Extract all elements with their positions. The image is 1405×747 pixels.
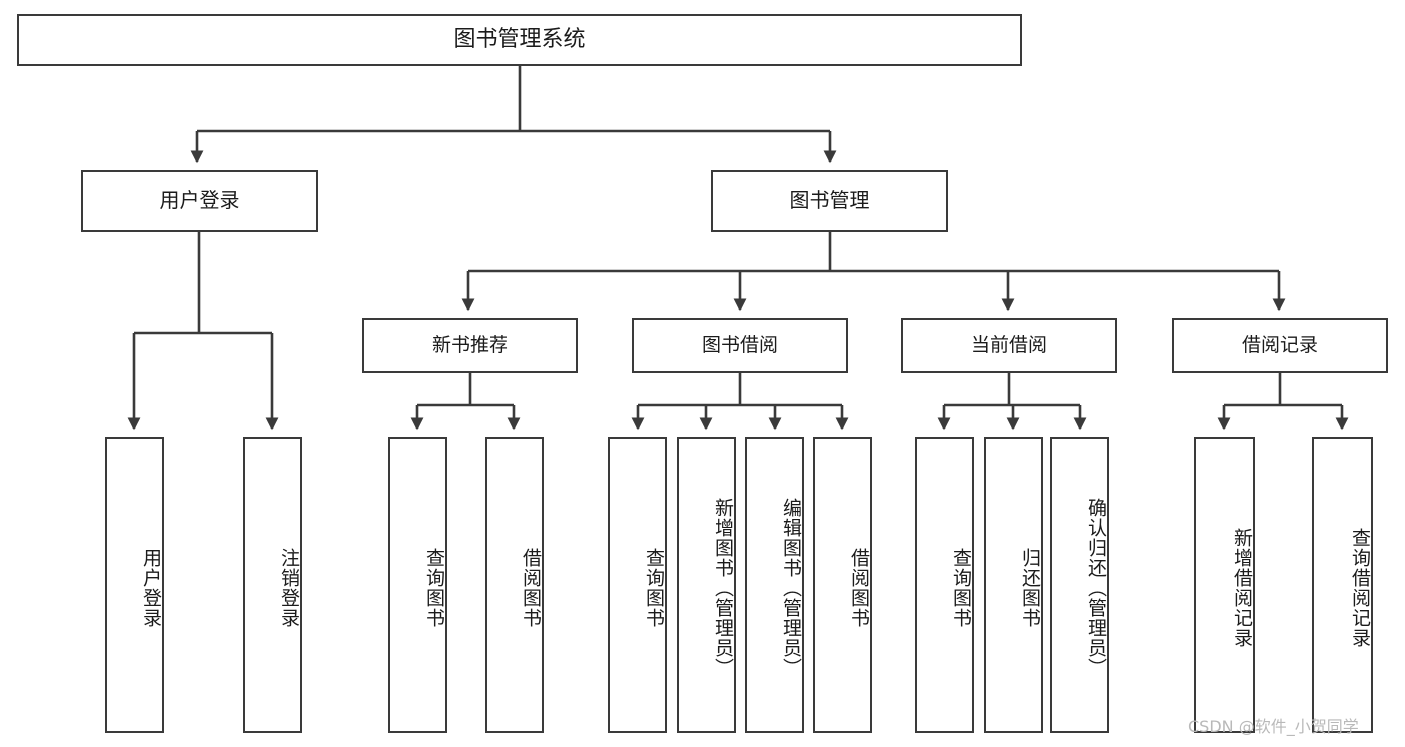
node-new-book-recommend-label: 新书推荐 bbox=[431, 334, 508, 357]
node-current-borrow[interactable]: 当前借阅 bbox=[901, 318, 1117, 373]
leaf-query-book-3[interactable]: 查询图书 bbox=[915, 437, 974, 733]
leaf-logout-login[interactable]: 注销登录 bbox=[243, 437, 302, 733]
node-root-label: 图书管理系统 bbox=[453, 27, 586, 53]
leaf-return-book[interactable]: 归还图书 bbox=[984, 437, 1043, 733]
leaf-borrow-book-2-label: 借阅图书 bbox=[848, 548, 870, 628]
leaf-confirm-return-label: 确认归还（管理员） bbox=[1085, 498, 1107, 678]
leaf-logout-login-label: 注销登录 bbox=[278, 548, 300, 628]
leaf-user-login-label: 用户登录 bbox=[140, 548, 162, 628]
node-new-book-recommend[interactable]: 新书推荐 bbox=[362, 318, 578, 373]
node-book-manage[interactable]: 图书管理 bbox=[711, 170, 948, 232]
node-user-login[interactable]: 用户登录 bbox=[81, 170, 318, 232]
leaf-add-book-label: 新增图书（管理员） bbox=[712, 498, 734, 678]
leaf-borrow-book-2[interactable]: 借阅图书 bbox=[813, 437, 872, 733]
leaf-user-login[interactable]: 用户登录 bbox=[105, 437, 164, 733]
watermark: CSDN @软件_小贺同学 bbox=[1188, 717, 1359, 736]
leaf-add-record[interactable]: 新增借阅记录 bbox=[1194, 437, 1255, 733]
node-book-manage-label: 图书管理 bbox=[789, 188, 870, 213]
leaf-add-book[interactable]: 新增图书（管理员） bbox=[677, 437, 736, 733]
node-book-borrow-label: 图书借阅 bbox=[701, 334, 778, 357]
leaf-query-book-1-label: 查询图书 bbox=[423, 548, 445, 628]
node-current-borrow-label: 当前借阅 bbox=[970, 334, 1047, 357]
leaf-borrow-book-1-label: 借阅图书 bbox=[520, 548, 542, 628]
node-borrow-record[interactable]: 借阅记录 bbox=[1172, 318, 1388, 373]
leaf-edit-book-label: 编辑图书（管理员） bbox=[780, 498, 802, 678]
leaf-borrow-book-1[interactable]: 借阅图书 bbox=[485, 437, 544, 733]
leaf-edit-book[interactable]: 编辑图书（管理员） bbox=[745, 437, 804, 733]
leaf-query-record-label: 查询借阅记录 bbox=[1349, 528, 1371, 648]
leaf-query-book-3-label: 查询图书 bbox=[950, 548, 972, 628]
node-book-borrow[interactable]: 图书借阅 bbox=[632, 318, 848, 373]
node-root[interactable]: 图书管理系统 bbox=[17, 14, 1022, 66]
leaf-add-record-label: 新增借阅记录 bbox=[1231, 528, 1253, 648]
leaf-query-book-1[interactable]: 查询图书 bbox=[388, 437, 447, 733]
leaf-confirm-return[interactable]: 确认归还（管理员） bbox=[1050, 437, 1109, 733]
leaf-query-book-2[interactable]: 查询图书 bbox=[608, 437, 667, 733]
leaf-query-book-2-label: 查询图书 bbox=[643, 548, 665, 628]
node-user-login-label: 用户登录 bbox=[159, 188, 240, 213]
leaf-query-record[interactable]: 查询借阅记录 bbox=[1312, 437, 1373, 733]
leaf-return-book-label: 归还图书 bbox=[1019, 548, 1041, 628]
node-borrow-record-label: 借阅记录 bbox=[1241, 334, 1318, 357]
